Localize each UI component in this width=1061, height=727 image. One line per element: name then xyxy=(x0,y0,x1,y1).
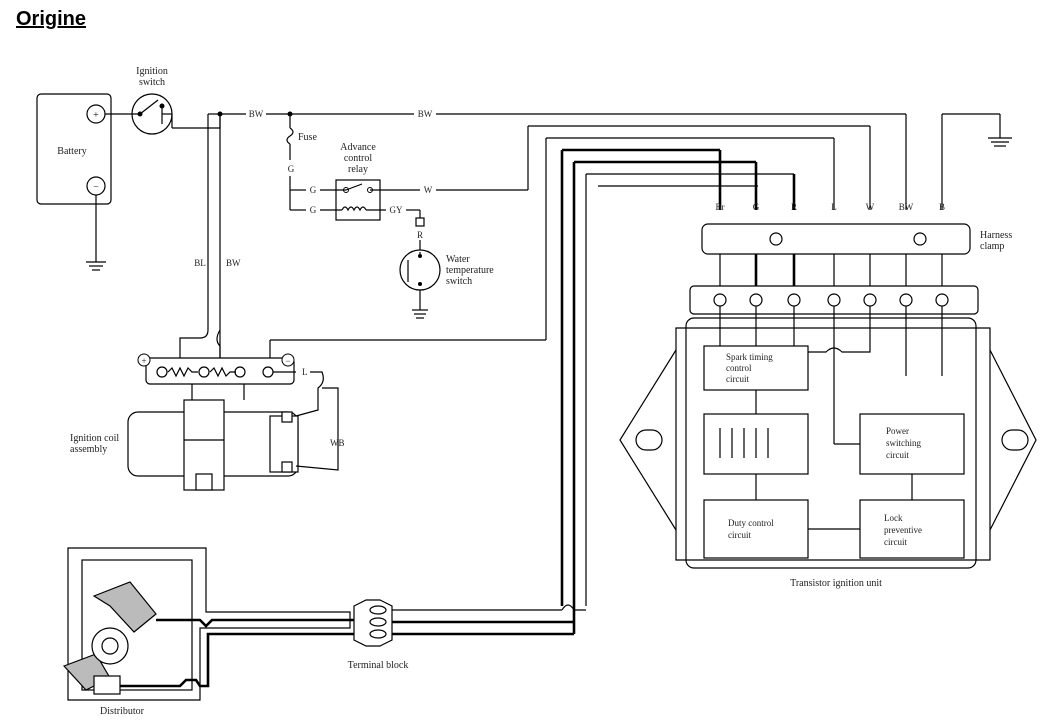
wire-label-bl: BL xyxy=(194,258,206,268)
spark-timing-label-3: circuit xyxy=(726,374,749,384)
water-switch-label-1: Water xyxy=(446,254,470,265)
distributor-label: Distributor xyxy=(100,706,145,717)
wire-label-l: L xyxy=(302,367,308,377)
lock-preventive-label-3: circuit xyxy=(884,537,907,547)
spark-timing-label-1: Spark timing xyxy=(726,352,773,362)
duty-control-box xyxy=(703,499,809,559)
coil-minus-symbol: − xyxy=(285,356,290,366)
ignition-coil-label-2: assembly xyxy=(70,444,107,455)
ignition-coil: + − Ignition coil assembly xyxy=(70,353,299,491)
wire-label-bw-2: BW xyxy=(418,109,433,119)
lock-preventive-label-2: preventive xyxy=(884,525,922,535)
connector-label-g: G xyxy=(753,202,760,212)
harness-clamp: Harness clamp xyxy=(701,223,1012,255)
duty-control-label-2: circuit xyxy=(728,530,751,540)
advance-control-relay: Advance control relay xyxy=(335,142,381,221)
terminal-block: Terminal block xyxy=(348,599,409,671)
ignition-switch: Ignition switch xyxy=(131,66,173,135)
wire-label-g-fuse: G xyxy=(288,164,295,174)
battery: + − Battery xyxy=(36,93,112,271)
battery-plus-symbol: + xyxy=(93,110,99,121)
connector-labels: Br G R L W BW B xyxy=(716,202,946,212)
connector-label-b: B xyxy=(939,202,945,212)
harness-clamp-label-1: Harness xyxy=(980,230,1012,241)
transistor-unit-label: Transistor ignition unit xyxy=(790,578,882,589)
connector-label-br: Br xyxy=(716,202,725,212)
ignition-coil-label-1: Ignition coil xyxy=(70,433,119,444)
water-temperature-switch: Water temperature switch xyxy=(399,249,494,319)
distributor: Distributor xyxy=(62,547,351,717)
wire-label-g-relay-2: G xyxy=(310,205,317,215)
fuse-label: Fuse xyxy=(298,132,317,143)
relay-label-1: Advance xyxy=(340,142,376,153)
power-switching-label-2: switching xyxy=(886,438,921,448)
ignition-switch-label-2: switch xyxy=(139,77,165,88)
wire-label-w: W xyxy=(424,185,433,195)
relay-label-2: control xyxy=(344,153,373,164)
coil-plus-symbol: + xyxy=(141,356,146,366)
harness-clamp-label-2: clamp xyxy=(980,241,1004,252)
spark-timing-label-2: control xyxy=(726,363,752,373)
lock-preventive-box xyxy=(859,499,965,559)
lock-preventive-label-1: Lock xyxy=(884,513,903,523)
power-switching-label-3: circuit xyxy=(886,450,909,460)
wire-label-bw-coil: BW xyxy=(226,258,241,268)
water-switch-label-2: temperature xyxy=(446,265,494,276)
relay-label-3: relay xyxy=(348,164,368,175)
connector-label-l: L xyxy=(831,202,837,212)
connector-label-r: R xyxy=(791,202,797,212)
wire-label-wb: WB xyxy=(330,438,345,448)
terminal-block-label: Terminal block xyxy=(348,660,409,671)
wire-label-r: R xyxy=(417,230,423,240)
ignition-switch-label-1: Ignition xyxy=(136,66,168,77)
connector-label-bw: BW xyxy=(899,202,914,212)
battery-minus-symbol: − xyxy=(93,182,99,193)
power-switching-label-1: Power xyxy=(886,426,909,436)
wire-label-g-relay-1: G xyxy=(310,185,317,195)
wire-label-gy: GY xyxy=(390,205,403,215)
duty-control-label-1: Duty control xyxy=(728,518,774,528)
connector-label-w: W xyxy=(866,202,875,212)
wire-label-bw-1: BW xyxy=(249,109,264,119)
water-switch-label-3: switch xyxy=(446,276,472,287)
battery-label: Battery xyxy=(57,146,86,157)
page-title: Origine xyxy=(16,8,87,30)
transistor-ignition-unit: Transistor ignition unit Spark timing co… xyxy=(619,317,1037,589)
power-switching-box xyxy=(859,413,965,475)
fuse: Fuse G xyxy=(286,114,317,210)
